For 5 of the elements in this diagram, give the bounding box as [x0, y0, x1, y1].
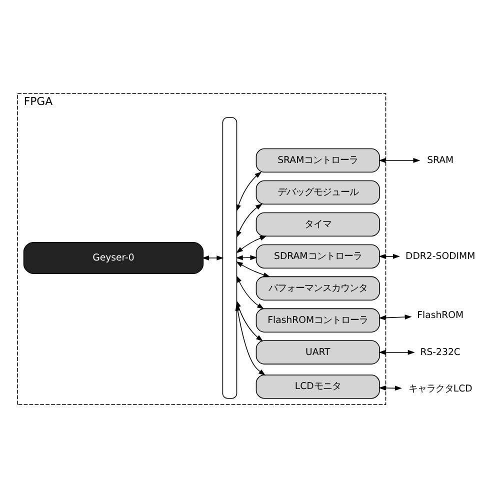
- node-text: FlashROM: [417, 310, 464, 321]
- node-text: キャラクタLCD: [408, 382, 472, 394]
- node-text: DDR2-SODIMM: [406, 250, 476, 262]
- node-text: RS-232C: [420, 346, 460, 358]
- node-text: SRAM: [427, 154, 454, 166]
